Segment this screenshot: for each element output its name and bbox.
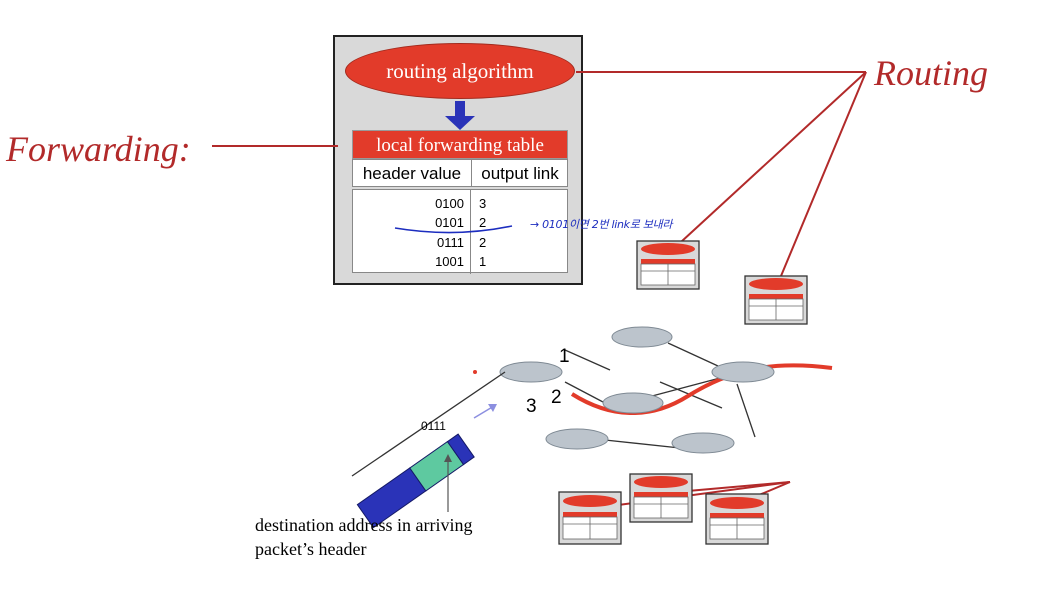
table-row-header: 0100 [435, 196, 464, 211]
link-label-2: 2 [551, 387, 562, 408]
router-icon [629, 473, 693, 523]
caption: destination address in arriving packet’s… [255, 513, 555, 561]
routing-path [570, 363, 833, 415]
network-nodes [499, 326, 775, 454]
table-row-header: 0101 [435, 215, 464, 230]
router-icon [705, 493, 769, 545]
routing-pointer-line [595, 481, 791, 509]
caption-line-1: destination address in arriving [255, 515, 473, 535]
arrow-head-icon [488, 404, 497, 412]
forwarding-table-header: header value output link [352, 159, 568, 187]
link-label-3: 3 [526, 396, 537, 417]
routing-label: Routing [874, 53, 988, 93]
caption-line-2: packet’s header [255, 539, 367, 559]
link-label-1: 1 [559, 346, 570, 367]
table-row-header: 1001 [435, 254, 464, 269]
routing-algorithm-ellipse: routing algorithm [345, 43, 575, 99]
forwarding-table-title: local forwarding table [352, 130, 568, 159]
handwritten-underline [394, 225, 513, 234]
packet-header-value: 0111 [421, 419, 446, 433]
routing-pointer-line [668, 71, 867, 254]
table-row-link: 2 [479, 235, 487, 250]
column-header-value: header value [353, 160, 472, 186]
packet [356, 433, 475, 529]
column-output-link: output link [481, 164, 559, 183]
table-row-link: 3 [479, 196, 487, 211]
router-icon [744, 275, 808, 325]
red-dot [473, 370, 477, 374]
table-row-header: 0111 [437, 235, 464, 250]
table-row-link: 2 [479, 215, 487, 230]
handwritten-note: → 0101이면 2번 link로 보내라 [530, 218, 673, 231]
router-icon [558, 491, 622, 545]
caption-arrow-head-icon [444, 454, 452, 462]
forwarding-table-body: 0100 3 0101 2 0111 2 1001 1 [352, 189, 568, 274]
table-row-link: 1 [479, 254, 487, 269]
forwarding-label: Forwarding: [6, 129, 191, 169]
down-arrow-icon [445, 101, 475, 130]
router-icon [636, 240, 700, 290]
routing-pointer-line [775, 71, 867, 289]
incoming-link [351, 371, 506, 477]
